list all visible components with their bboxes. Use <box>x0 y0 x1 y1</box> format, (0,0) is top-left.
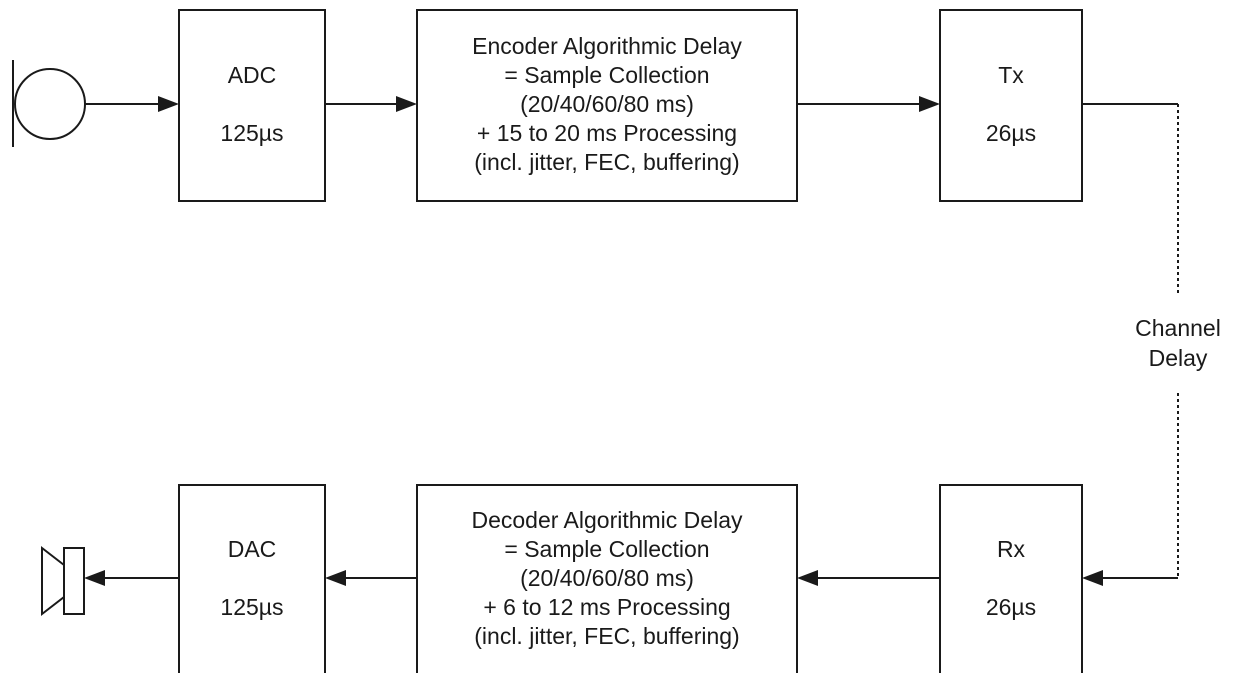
decoder-line-4: + 6 to 12 ms Processing <box>483 594 730 620</box>
channel-path <box>1082 103 1179 586</box>
adc-delay: 125µs <box>220 120 283 146</box>
encoder-block: Encoder Algorithmic Delay = Sample Colle… <box>416 9 798 202</box>
encoder-line-2: = Sample Collection <box>504 62 709 88</box>
adc-label: ADC <box>228 62 277 88</box>
decoder-line-1: Decoder Algorithmic Delay <box>471 507 743 533</box>
adc-block: ADC 125µs <box>178 9 326 202</box>
dac-block: DAC 125µs <box>178 484 326 673</box>
channel-label-line-1: Channel <box>1135 315 1221 341</box>
speaker-icon <box>41 545 85 617</box>
rx-label: Rx <box>997 536 1026 562</box>
arrow-mic-to-adc <box>85 96 179 112</box>
encoder-line-5: (incl. jitter, FEC, buffering) <box>474 149 739 175</box>
tx-delay: 26µs <box>986 120 1036 146</box>
decoder-line-5: (incl. jitter, FEC, buffering) <box>474 623 739 649</box>
dac-label: DAC <box>228 536 277 562</box>
tx-block: Tx 26µs <box>939 9 1083 202</box>
arrow-adc-to-encoder <box>325 96 417 112</box>
decoder-line-2: = Sample Collection <box>504 536 709 562</box>
encoder-line-1: Encoder Algorithmic Delay <box>472 33 742 59</box>
arrow-decoder-to-dac <box>325 570 417 586</box>
rx-block: Rx 26µs <box>939 484 1083 673</box>
tx-label: Tx <box>998 62 1024 88</box>
arrow-dac-to-speaker <box>84 570 179 586</box>
arrow-encoder-to-tx <box>797 96 940 112</box>
microphone-icon <box>12 60 86 147</box>
decoder-line-3: (20/40/60/80 ms) <box>520 565 694 591</box>
encoder-line-4: + 15 to 20 ms Processing <box>477 120 737 146</box>
dac-delay: 125µs <box>220 594 283 620</box>
channel-label-line-2: Delay <box>1149 345 1208 371</box>
decoder-block: Decoder Algorithmic Delay = Sample Colle… <box>416 484 798 673</box>
rx-delay: 26µs <box>986 594 1036 620</box>
encoder-line-3: (20/40/60/80 ms) <box>520 91 694 117</box>
arrow-rx-to-decoder <box>797 570 940 586</box>
channel-delay-label: Channel Delay <box>1135 315 1221 371</box>
